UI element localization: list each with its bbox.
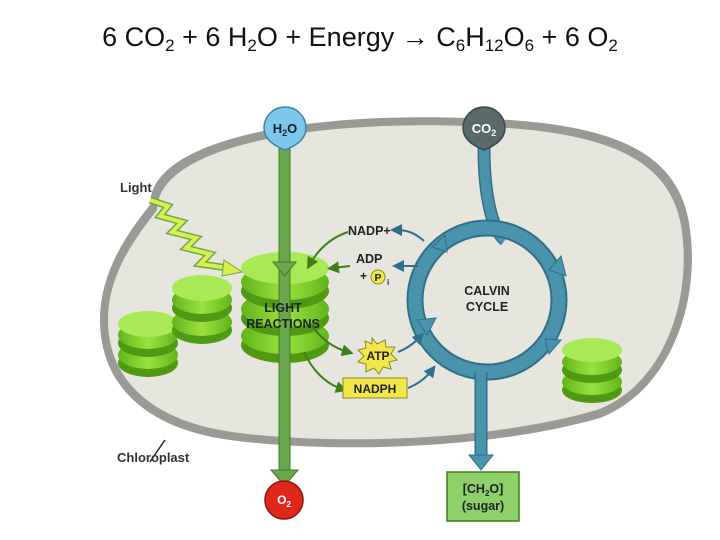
light-label: Light — [120, 180, 152, 195]
sugar-formula-label: [CH — [463, 482, 485, 496]
nadp-return-arrow — [307, 231, 349, 270]
h2o-tail: O — [287, 121, 297, 136]
o2-label: O — [277, 493, 286, 507]
eq-sub: 2 — [165, 36, 175, 55]
light-zigzag-icon — [148, 196, 244, 277]
water-arrowhead-icon — [271, 261, 298, 277]
nadph-label: NADPH — [354, 382, 397, 396]
thylakoid-stack-left — [118, 311, 178, 377]
light-reactions-label-2: REACTIONS — [246, 317, 320, 331]
photosynthesis-equation: 6 CO2 + 6 H2O + Energy → C6H12O6 + 6 O2 — [0, 22, 720, 55]
atp-label: ATP — [366, 349, 389, 363]
thylakoid-stack-center-left — [172, 275, 232, 344]
eq-sub: 6 — [455, 36, 466, 55]
chloroplast-leader-line — [149, 439, 166, 463]
phosphate-sub: i — [387, 278, 389, 287]
atp-to-calvin-arrow — [397, 332, 425, 353]
nadph-to-calvin-arrow — [407, 365, 436, 389]
eq-arrow-icon: → — [401, 22, 429, 52]
eq-sub: 2 — [247, 36, 257, 55]
phosphate-label: P — [374, 272, 381, 284]
calvin-cycle-label-1: CALVIN — [464, 284, 510, 298]
chloroplast-label: Chloroplast — [117, 450, 190, 465]
sugar-box: [CH2O] (sugar) — [446, 471, 520, 522]
nadp-from-calvin-arrow — [390, 224, 425, 242]
co2-sub: 2 — [491, 128, 496, 138]
eq-o2: + 6 O — [534, 22, 609, 52]
svg-text:H2O: H2O — [273, 121, 298, 138]
sugar-pathway — [467, 372, 495, 471]
sugar-formula-tail: O] — [489, 482, 503, 496]
eq-energy: O + Energy — [256, 22, 402, 52]
nadph-box: NADPH — [342, 377, 408, 399]
eq-sub: 12 — [484, 36, 504, 55]
sugar-formula-sub: 2 — [485, 489, 490, 498]
eq-co2: 6 CO — [102, 22, 166, 52]
calvin-cycle-label-2: CYCLE — [466, 300, 508, 314]
o2-bubble: O2 — [264, 480, 304, 520]
svg-text:CO2: CO2 — [472, 121, 497, 138]
co2-bubble: CO2 — [462, 106, 506, 151]
eq-sub: 6 — [524, 36, 535, 55]
o2-sub: 2 — [286, 500, 291, 509]
nadph-out-arrow — [303, 351, 348, 393]
oxygen-arrowhead-icon — [269, 469, 300, 487]
sugar-label: (sugar) — [462, 499, 504, 513]
atp-out-arrow — [311, 325, 354, 357]
thylakoid-stack-right — [562, 338, 622, 403]
adp-return-arrow — [327, 261, 351, 274]
h2o-bubble: H2O — [263, 106, 307, 151]
adp-label: ADP — [356, 252, 382, 266]
h2o-label: H — [273, 121, 282, 136]
eq-glucose-c: C — [428, 22, 456, 52]
co2-label: CO — [472, 121, 492, 136]
light-reactions-label-1: LIGHT — [264, 301, 302, 315]
nadp-plus-label: NADP+ — [348, 224, 391, 238]
svg-text:[CH2O]: [CH2O] — [463, 482, 504, 498]
h2o-sub: 2 — [282, 128, 287, 138]
plus-label: + — [360, 269, 367, 283]
eq-glucose-o: O — [503, 22, 525, 52]
atp-starburst: ATP — [357, 336, 398, 375]
phosphate-icon — [370, 269, 386, 285]
eq-h2o: + 6 H — [174, 22, 248, 52]
eq-sub: 2 — [608, 36, 618, 55]
eq-glucose-h: H — [465, 22, 485, 52]
svg-text:O2: O2 — [277, 493, 291, 509]
